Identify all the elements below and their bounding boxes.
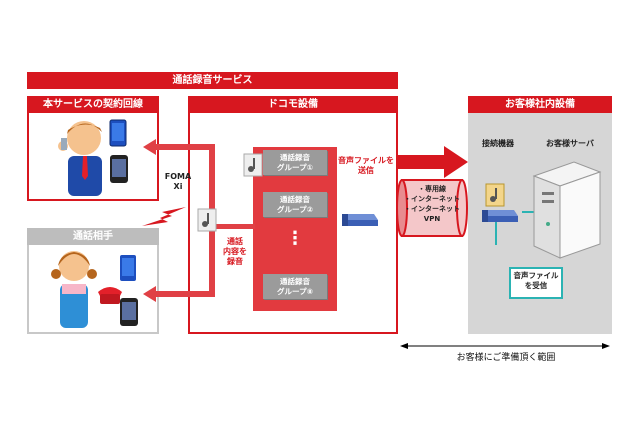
smartphone-other-black-icon (120, 298, 138, 326)
network-device-docomo-icon (342, 214, 378, 226)
other-party-title: 通話相手 (27, 228, 159, 245)
ellipsis-dots: ⋮ (286, 228, 304, 249)
network-label: FOMA Xi (164, 172, 192, 191)
connection-pipe (401, 179, 463, 237)
network-device-customer-icon (482, 210, 518, 222)
range-label: お客様にご準備頂く範囲 (456, 353, 556, 363)
receive-callout (509, 267, 563, 299)
male-user-illustration (58, 121, 102, 196)
big-arrow-head-icon (444, 146, 468, 178)
recording-group-1: 通話録音 グループ① (263, 150, 327, 175)
customer-server-label: お客様サーバ (546, 139, 594, 148)
range-arrow-right-icon (602, 343, 610, 349)
audio-file-customer-icon (485, 183, 505, 207)
service-title-bar: 通話録音サービス (27, 72, 398, 89)
connected-device-label: 接続機器 (482, 139, 514, 148)
server-icon (532, 161, 602, 259)
pipe-right-cap (456, 179, 468, 237)
smartphone-black-icon (110, 155, 128, 183)
customer-premises-title: お客様社内設備 (468, 96, 612, 113)
flow-line-to-group (215, 224, 255, 229)
audio-file-flow-icon (197, 208, 217, 232)
docomo-equipment-title: ドコモ設備 (188, 96, 398, 113)
desk-phone-icon (98, 287, 122, 304)
arrow-left-top-icon (143, 139, 156, 155)
smartphone-blue-icon (109, 119, 127, 147)
lightning-bolt-icon (142, 207, 186, 226)
flow-line-bottom (155, 291, 215, 297)
pipe-left-cap (396, 179, 408, 237)
recording-group-2: 通話録音 グループ② (263, 192, 327, 217)
contract-line-title: 本サービスの契約回線 (27, 96, 159, 113)
send-audio-label: 音声ファイルを 送信 (338, 156, 394, 175)
smartphone-other-blue-icon (120, 255, 136, 281)
female-user-illustration (51, 251, 97, 328)
big-arrow-shaft (398, 155, 446, 169)
record-label: 通話 内容を 録音 (223, 237, 247, 266)
receive-audio-label: 音声ファイル を受信 (513, 271, 559, 290)
flow-line-top (155, 144, 215, 150)
connection-type-label: ・専用線 ・インターネット ・インターネット VPN (404, 185, 460, 223)
range-arrow-left-icon (400, 343, 408, 349)
arrow-left-bottom-icon (143, 286, 156, 302)
recording-group-8: 通話録音 グループ⑧ (263, 274, 327, 299)
audio-file-icon (243, 153, 263, 177)
